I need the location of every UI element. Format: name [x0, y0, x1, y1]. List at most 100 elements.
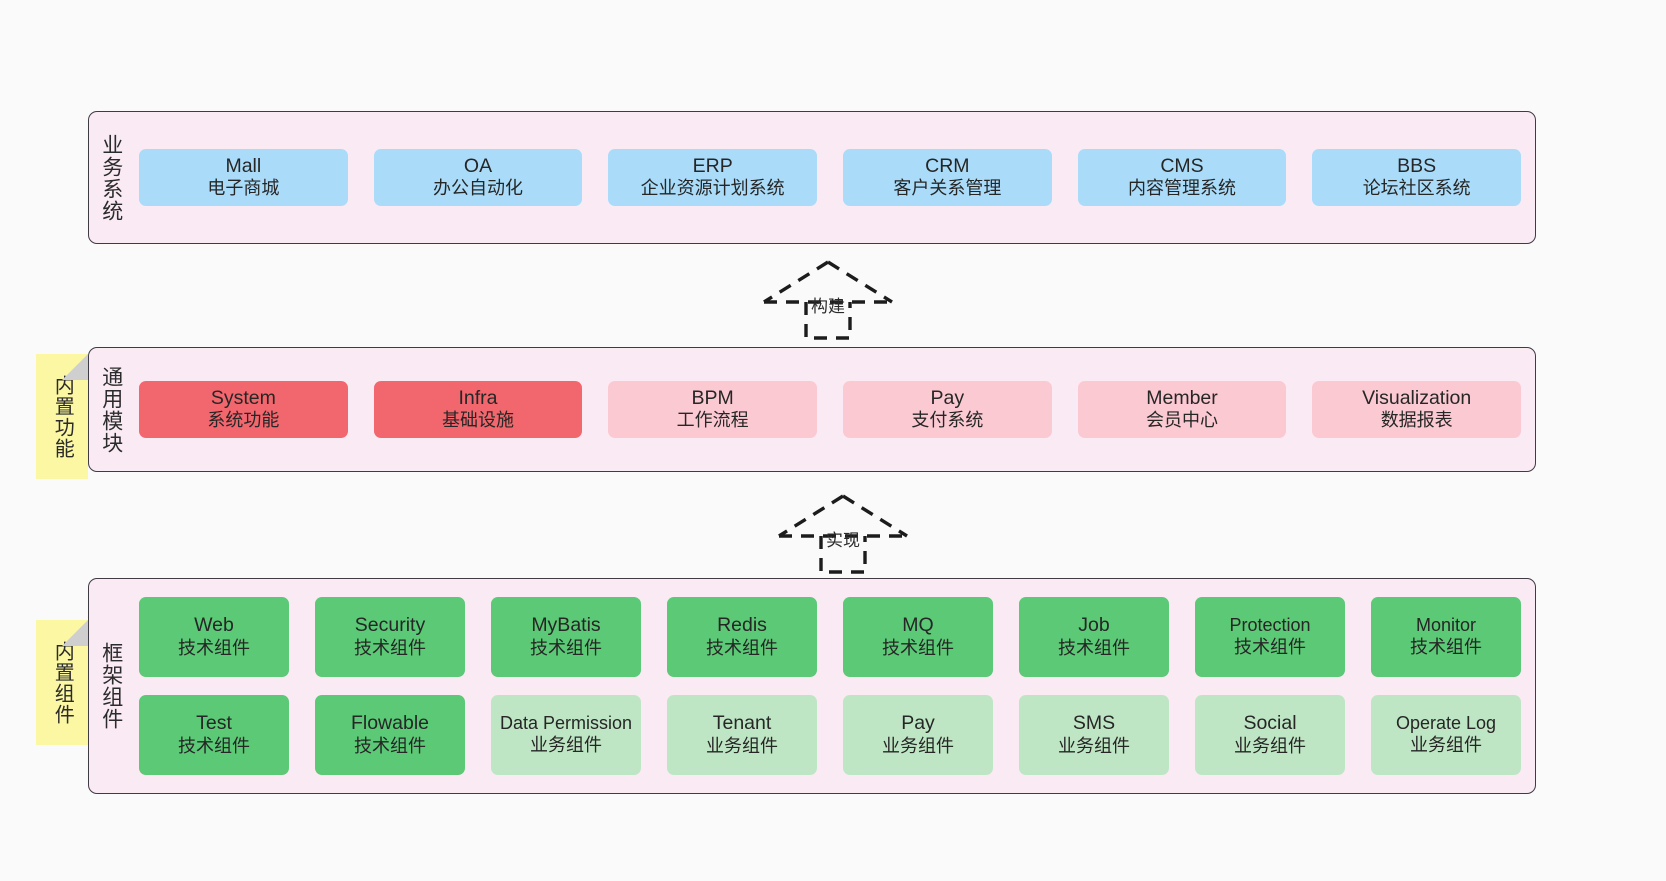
- card-title: Infra: [458, 386, 498, 409]
- card-subtitle: 技术组件: [882, 637, 954, 658]
- card-monitor[interactable]: Monitor 技术组件: [1371, 597, 1521, 677]
- card-subtitle: 业务组件: [1058, 735, 1130, 756]
- sticky-note-builtin-function: 内置功能: [36, 354, 88, 479]
- card-subtitle: 技术组件: [354, 735, 426, 756]
- card-row: System 系统功能 Infra 基础设施 BPM 工作流程 Pay 支付系统…: [139, 380, 1522, 439]
- card-subtitle: 技术组件: [706, 637, 778, 658]
- connector-label-implement: 实现: [826, 531, 860, 550]
- card-subtitle: 业务组件: [1234, 735, 1306, 756]
- connector-label-build: 构建: [811, 297, 845, 316]
- card-title: MyBatis: [531, 614, 601, 637]
- layer-label-common-module: 通用模块: [99, 365, 123, 454]
- card-test[interactable]: Test 技术组件: [139, 695, 289, 775]
- generalization-arrow-icon: [763, 260, 893, 340]
- card-pay-module[interactable]: Pay 支付系统: [843, 380, 1052, 439]
- card-mall[interactable]: Mall 电子商城: [139, 148, 348, 207]
- card-web[interactable]: Web 技术组件: [139, 597, 289, 677]
- layer-common-module: 通用模块 System 系统功能 Infra 基础设施 BPM 工作流程 Pay…: [88, 347, 1536, 472]
- card-title: SMS: [1072, 712, 1116, 735]
- card-subtitle: 支付系统: [911, 410, 984, 431]
- card-subtitle: 技术组件: [178, 637, 250, 658]
- card-title: CMS: [1160, 154, 1204, 177]
- card-system[interactable]: System 系统功能: [139, 380, 348, 439]
- card-mq[interactable]: MQ 技术组件: [843, 597, 993, 677]
- card-title: System: [210, 386, 276, 409]
- sticky-note-label: 内置功能: [51, 374, 74, 459]
- card-title: Job: [1078, 614, 1110, 637]
- card-oa[interactable]: OA 办公自动化: [373, 148, 583, 207]
- card-bpm[interactable]: BPM 工作流程: [608, 380, 818, 439]
- card-subtitle: 工作流程: [676, 410, 749, 431]
- card-operate-log[interactable]: Operate Log 业务组件: [1371, 695, 1521, 775]
- card-title: Pay: [930, 386, 965, 409]
- sticky-note-label: 内置组件: [51, 640, 74, 725]
- card-title: Mall: [225, 154, 262, 177]
- generalization-arrow-icon: [778, 494, 908, 574]
- card-title: Member: [1146, 386, 1218, 409]
- card-subtitle: 业务组件: [530, 735, 602, 755]
- card-erp[interactable]: ERP 企业资源计划系统: [608, 148, 818, 207]
- card-title: Test: [196, 712, 232, 735]
- card-row: Mall 电子商城 OA 办公自动化 ERP 企业资源计划系统 CRM 客户关系…: [139, 148, 1522, 207]
- card-subtitle: 技术组件: [530, 637, 602, 658]
- card-flowable[interactable]: Flowable 技术组件: [315, 695, 465, 775]
- layer-body-business-system: Mall 电子商城 OA 办公自动化 ERP 企业资源计划系统 CRM 客户关系…: [133, 112, 1535, 243]
- card-subtitle: 技术组件: [1058, 637, 1130, 658]
- card-crm[interactable]: CRM 客户关系管理: [843, 148, 1052, 207]
- card-subtitle: 技术组件: [354, 637, 426, 658]
- card-pay-component[interactable]: Pay 业务组件: [843, 695, 993, 775]
- connector-implement: 实现: [775, 492, 911, 574]
- card-title: BBS: [1397, 154, 1437, 177]
- card-subtitle: 数据报表: [1380, 410, 1453, 431]
- card-mybatis[interactable]: MyBatis 技术组件: [491, 597, 641, 677]
- card-cms[interactable]: CMS 内容管理系统: [1077, 148, 1287, 207]
- connector-build: 构建: [760, 258, 896, 340]
- card-subtitle: 客户关系管理: [893, 178, 1002, 199]
- card-subtitle: 技术组件: [1410, 637, 1482, 657]
- card-title: Tenant: [712, 712, 772, 735]
- card-title: Operate Log: [1395, 713, 1497, 734]
- card-subtitle: 基础设施: [442, 410, 514, 431]
- card-redis[interactable]: Redis 技术组件: [667, 597, 817, 677]
- card-title: Web: [194, 614, 234, 637]
- card-infra[interactable]: Infra 基础设施: [373, 380, 583, 439]
- card-bbs[interactable]: BBS 论坛社区系统: [1312, 148, 1522, 207]
- card-subtitle: 办公自动化: [433, 178, 523, 199]
- card-title: Flowable: [350, 712, 430, 735]
- card-subtitle: 系统功能: [207, 410, 280, 431]
- card-tenant[interactable]: Tenant 业务组件: [667, 695, 817, 775]
- layer-body-common-module: System 系统功能 Infra 基础设施 BPM 工作流程 Pay 支付系统…: [133, 348, 1535, 471]
- card-row: Test 技术组件 Flowable 技术组件 Data Permission …: [139, 695, 1521, 775]
- layer-label-framework-component: 框架组件: [99, 642, 123, 730]
- card-job[interactable]: Job 技术组件: [1019, 597, 1169, 677]
- card-protection[interactable]: Protection 技术组件: [1195, 597, 1345, 677]
- card-subtitle: 技术组件: [1234, 637, 1306, 657]
- card-subtitle: 技术组件: [178, 735, 250, 756]
- card-title: Data Permission: [499, 713, 633, 734]
- card-title: MQ: [902, 614, 934, 637]
- card-title: Pay: [901, 712, 935, 735]
- card-subtitle: 论坛社区系统: [1362, 178, 1471, 199]
- card-member[interactable]: Member 会员中心: [1077, 380, 1287, 439]
- card-title: CRM: [925, 154, 970, 177]
- card-row: Web 技术组件 Security 技术组件 MyBatis 技术组件 Redi…: [139, 597, 1521, 677]
- card-title: Redis: [717, 614, 767, 637]
- card-security[interactable]: Security 技术组件: [315, 597, 465, 677]
- card-title: Social: [1243, 712, 1297, 735]
- sticky-note-builtin-component: 内置组件: [36, 620, 88, 745]
- card-title: BPM: [691, 386, 734, 409]
- card-subtitle: 会员中心: [1146, 410, 1219, 431]
- card-subtitle: 电子商城: [207, 178, 280, 199]
- card-visualization[interactable]: Visualization 数据报表: [1312, 380, 1522, 439]
- card-social[interactable]: Social 业务组件: [1195, 695, 1345, 775]
- layer-framework-component: 框架组件 Web 技术组件 Security 技术组件 MyBatis 技术组件…: [88, 578, 1536, 794]
- card-sms[interactable]: SMS 业务组件: [1019, 695, 1169, 775]
- layer-label-business-system: 业务系统: [99, 133, 123, 222]
- card-subtitle: 企业资源计划系统: [640, 178, 785, 199]
- card-data-permission[interactable]: Data Permission 业务组件: [491, 695, 641, 775]
- card-subtitle: 业务组件: [706, 735, 778, 756]
- card-title: OA: [463, 154, 493, 177]
- card-title: Security: [354, 614, 426, 637]
- card-subtitle: 内容管理系统: [1128, 178, 1237, 199]
